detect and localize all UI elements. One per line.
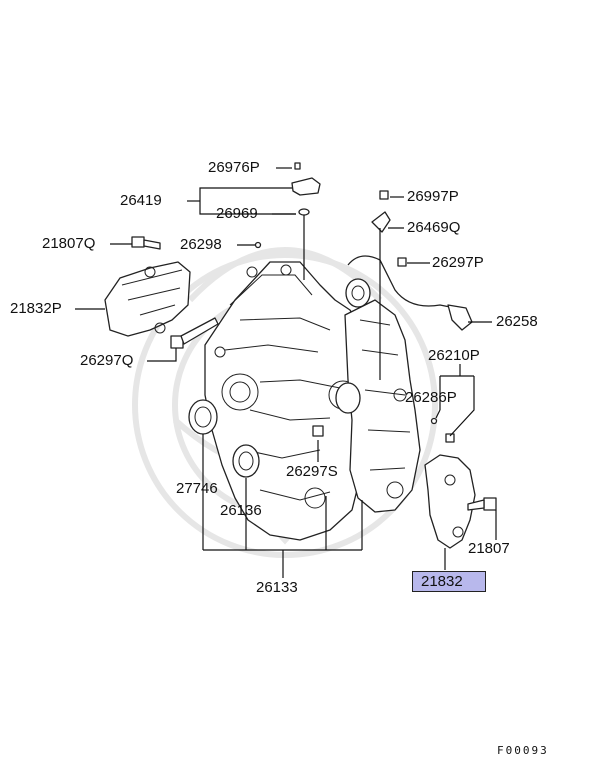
bracket-21832P	[104, 261, 191, 337]
label-21807Q[interactable]: 21807Q	[42, 235, 96, 252]
transaxle-right-case	[344, 299, 421, 513]
leader-lines	[75, 167, 497, 578]
bolt-26297S	[312, 425, 324, 437]
bolt-26297Q	[170, 317, 219, 349]
part-26298	[254, 241, 262, 249]
oil-seal-27746	[188, 399, 218, 435]
label-26469Q[interactable]: 26469Q	[407, 219, 461, 236]
label-26136[interactable]: 26136	[220, 502, 262, 519]
oil-seal-right	[335, 382, 361, 414]
label-26976P[interactable]: 26976P	[208, 159, 260, 176]
label-26297S[interactable]: 26297S	[286, 463, 338, 480]
bolt-21807	[467, 497, 497, 511]
bolt-21807Q	[131, 236, 161, 250]
label-26286P[interactable]: 26286P	[405, 389, 457, 406]
label-26997P[interactable]: 26997P	[407, 188, 459, 205]
sensor-26419	[291, 162, 321, 216]
label-26969[interactable]: 26969	[216, 205, 258, 222]
label-21807[interactable]: 21807	[468, 540, 510, 557]
oil-seal-upper	[345, 278, 371, 308]
parts-26210P	[430, 417, 455, 443]
tube-26258	[347, 255, 473, 331]
diagram-code: F00093	[497, 744, 549, 757]
label-26419[interactable]: 26419	[120, 192, 162, 209]
oil-seal-26136	[232, 444, 260, 478]
bracket-21832	[424, 454, 476, 549]
label-27746[interactable]: 27746	[176, 480, 218, 497]
label-26210P[interactable]: 26210P	[428, 347, 480, 364]
bolt-26297P	[397, 257, 407, 267]
label-21832P[interactable]: 21832P	[10, 300, 62, 317]
label-21832-highlighted[interactable]: 21832	[412, 571, 486, 592]
sensor-26469Q	[371, 190, 391, 233]
label-26297Q[interactable]: 26297Q	[80, 352, 134, 369]
label-26297P[interactable]: 26297P	[432, 254, 484, 271]
label-26298[interactable]: 26298	[180, 236, 222, 253]
label-26258[interactable]: 26258	[496, 313, 538, 330]
label-26133[interactable]: 26133	[256, 579, 298, 596]
